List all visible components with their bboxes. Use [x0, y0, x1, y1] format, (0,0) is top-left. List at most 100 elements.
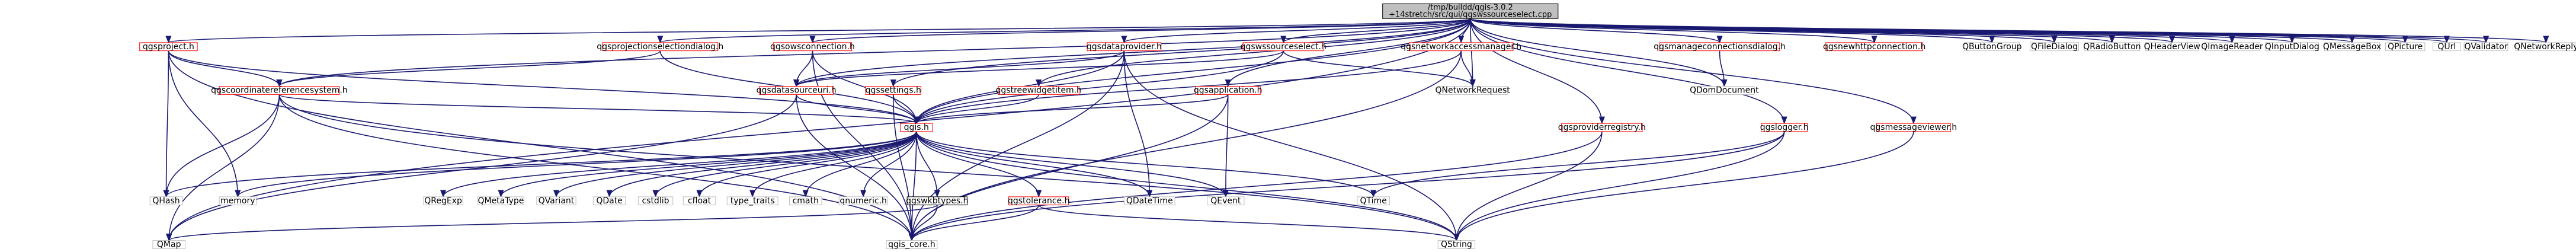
node-label-QDateTime: QDateTime	[1126, 196, 1173, 206]
node-label-qgsmessageviewer: qgsmessageviewer.h	[1870, 123, 1957, 132]
node-box-qgsproject	[139, 42, 198, 52]
node-cstdlib: cstdlib	[637, 196, 674, 206]
edge-root-to-QDomDocument	[1469, 18, 1728, 87]
node-label-qgsprojectionselectiondialog: qgsprojectionselectiondialog.h	[597, 42, 723, 52]
node-label-qgsnewhttpconnection: qgsnewhttpconnection.h	[1823, 42, 1925, 52]
edge-root-to-qgsprojectionselectiondialog	[657, 18, 1471, 44]
node-box-QButtonGroup	[1964, 42, 2020, 52]
node-cfloat: cfloat	[683, 196, 716, 206]
node-box-cstdlib	[637, 196, 674, 206]
node-box-qgstolerance	[1008, 196, 1069, 206]
node-box-qgslogger	[1761, 123, 1808, 132]
edge-qgswssourceselect-to-QNetworkRequest	[1283, 50, 1476, 87]
edge-qgsproject-to-memory	[168, 50, 241, 198]
node-box-qgstreewidgetitem	[998, 86, 1079, 95]
edge-qgis-to-qgswkbtypes	[915, 131, 940, 198]
edge-qgsowsconnection-to-qgis	[812, 50, 919, 125]
edge-qgsdatasourceuri-to-qgis_core	[796, 94, 915, 241]
edge-root-to-qgslogger	[1469, 18, 1787, 125]
node-label-QMetaType: QMetaType	[478, 196, 524, 206]
node-qgsnetworkaccessmanager[interactable]: qgsnetworkaccessmanager.h	[1401, 42, 1521, 52]
edge-qgsapplication-to-qgis	[913, 94, 1229, 125]
node-qgsapplication[interactable]: qgsapplication.h	[1194, 86, 1263, 95]
node-label-qgscoordinatereferencesystem: qgscoordinatereferencesystem.h	[211, 86, 348, 95]
node-qgsproviderregistry[interactable]: qgsproviderregistry.h	[1558, 123, 1646, 132]
node-qgsnewhttpconnection[interactable]: qgsnewhttpconnection.h	[1823, 42, 1925, 52]
edge-qgsnetworkaccessmanager-to-QNetworkRequest	[1460, 50, 1476, 87]
node-box-type_traits	[726, 196, 778, 206]
node-qgstolerance[interactable]: qgstolerance.h	[1008, 196, 1069, 206]
node-label-cfloat: cfloat	[688, 196, 712, 206]
edge-qgscoordinatereferencesystem-to-qgis_core	[278, 94, 915, 241]
edge-qgsapplication-to-QEvent	[1222, 94, 1229, 198]
node-qgstreewidgetitem[interactable]: qgstreewidgetitem.h	[996, 86, 1082, 95]
node-label-QDate: QDate	[596, 196, 622, 206]
node-QString: QString	[1437, 240, 1476, 250]
edge-qgsnetworkaccessmanager-to-qgis	[913, 50, 1462, 125]
edges	[163, 18, 2549, 241]
node-QImageReader: QImageReader	[2201, 42, 2263, 52]
node-label-QString: QString	[1441, 240, 1472, 250]
node-qgsdataprovider[interactable]: qgsdataprovider.h	[1087, 42, 1162, 52]
edge-root-to-qgsmanageconnectionsdialog	[1469, 18, 1723, 44]
node-box-qgscoordinatereferencesystem	[219, 86, 340, 95]
node-label-root: +14stretch/src/gui/qgswssourceselect.cpp	[1389, 10, 1552, 19]
node-QMessageBox: QMessageBox	[2323, 42, 2381, 52]
node-label-QHeaderView: QHeaderView	[2144, 42, 2200, 52]
node-label-QTime: QTime	[1360, 196, 1387, 206]
edge-qgsprojectionselectiondialog-to-qgscoordinatereferencesystem	[276, 50, 661, 87]
node-QHash: QHash	[149, 196, 183, 206]
edge-root-to-qgsapplication	[1225, 18, 1471, 87]
edge-qgis-to-QRegExp	[440, 131, 917, 198]
edge-qgsproject-to-qgis_core	[168, 50, 915, 241]
edge-root-to-qgsowsconnection	[809, 18, 1471, 44]
node-label-qgsmanageconnectionsdialog: qgsmanageconnectionsdialog.h	[1654, 42, 1786, 52]
edge-qgis-to-cfloat	[696, 131, 917, 198]
node-box-cfloat	[683, 196, 716, 206]
node-qgis[interactable]: qgis.h	[899, 123, 933, 132]
node-box-QDate	[592, 196, 626, 206]
edge-root-to-qgsdataprovider	[1121, 18, 1471, 44]
node-label-qgsproviderregistry: qgsproviderregistry.h	[1558, 123, 1646, 132]
node-qgswkbtypes[interactable]: qgswkbtypes.h	[906, 196, 968, 206]
node-box-qnumeric	[838, 196, 888, 206]
node-qgsmessageviewer[interactable]: qgsmessageviewer.h	[1870, 123, 1957, 132]
node-box-QNetworkReply	[2516, 42, 2576, 52]
edge-root-to-qgsproject	[166, 18, 1471, 44]
node-label-QPicture: QPicture	[2388, 42, 2423, 52]
node-qgsproject[interactable]: qgsproject.h	[139, 42, 198, 52]
node-box-QHash	[149, 196, 183, 206]
edge-root-to-qgis	[913, 18, 1471, 125]
node-qgsdatasourceuri[interactable]: qgsdatasourceuri.h	[757, 86, 837, 95]
node-QNetworkReply: QNetworkReply	[2514, 42, 2576, 52]
node-qgsmanageconnectionsdialog[interactable]: qgsmanageconnectionsdialog.h	[1654, 42, 1786, 52]
node-qgscoordinatereferencesystem[interactable]: qgscoordinatereferencesystem.h	[211, 86, 348, 95]
edge-root-to-qgsnewhttpconnection	[1469, 18, 1877, 44]
edge-qgswssourceselect-to-qgsdatasourceuri	[793, 50, 1284, 87]
node-QInputDialog: QInputDialog	[2265, 42, 2319, 52]
node-qgssettings[interactable]: qgssettings.h	[865, 86, 922, 95]
node-box-QRegExp	[423, 196, 463, 206]
node-label-qgsproject: qgsproject.h	[143, 42, 194, 52]
node-label-QEvent: QEvent	[1210, 196, 1241, 206]
node-qgswssourceselect[interactable]: qgswssourceselect.h	[1241, 42, 1327, 52]
node-root[interactable]: /tmp/buildd/qgis-3.0.2+14stretch/src/gui…	[1382, 3, 1559, 19]
edge-qgsapplication-to-qgis_core	[908, 94, 1229, 241]
node-box-qgsowsconnection	[773, 42, 853, 52]
edge-qgis-to-cstdlib	[652, 131, 917, 198]
edge-qgscoordinatereferencesystem-to-QHash	[163, 94, 280, 198]
edge-qgis-to-QVariant	[553, 131, 917, 198]
node-box-qgis_core	[886, 240, 938, 249]
node-label-QHash: QHash	[152, 196, 180, 206]
node-QVariant: QVariant	[536, 196, 576, 206]
node-box-cmath	[789, 196, 822, 206]
node-box-QUrl	[2432, 42, 2461, 52]
edge-qgsdatasourceuri-to-qgis	[796, 94, 919, 125]
node-qgsowsconnection[interactable]: qgsowsconnection.h	[770, 42, 855, 52]
node-box-QRadioButton	[2084, 42, 2141, 52]
node-label-QValidator: QValidator	[2464, 42, 2507, 52]
node-qgsprojectionselectiondialog[interactable]: qgsprojectionselectiondialog.h	[597, 42, 723, 52]
node-qgslogger[interactable]: qgslogger.h	[1760, 123, 1809, 132]
node-box-QDateTime	[1123, 196, 1175, 206]
edge-qgis-to-QString	[915, 131, 1460, 241]
